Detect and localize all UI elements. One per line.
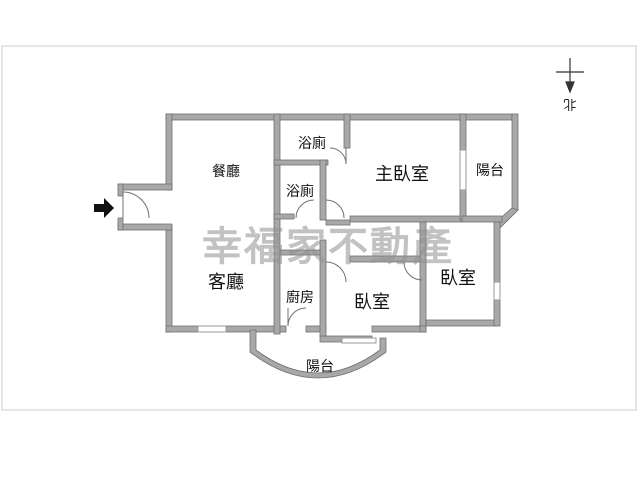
wall-bath-lower-right [319,159,327,221]
compass [556,58,584,94]
compass-arrow [565,81,575,94]
wall-balcony-curve [249,329,387,379]
watermark: 幸福家不動產 [202,224,454,270]
window-master-balcony [459,149,467,191]
right-bedroom-door-swing [403,261,423,281]
wall-balcony-right [511,113,519,211]
room-bath-lower: 浴廁 [286,183,314,200]
wall-kitchen-bedroom [319,239,327,337]
room-bedroom-center: 臥室 [354,292,390,313]
wall-living-kitchen [273,113,281,335]
wall-entry-top [117,183,173,191]
windows [197,149,501,344]
wall-master-bottom [349,215,463,223]
wall-kitchen-top [279,249,321,256]
wall-left-upper [165,113,173,191]
wall-right-bedroom-upper [493,221,501,283]
wall-bedroom-right [419,221,427,327]
wall-living-bottom-a [165,325,199,333]
room-bath-upper: 浴廁 [298,135,326,152]
window-living [197,325,227,333]
outer-frame [1,45,637,411]
room-balcony-right: 陽台 [476,163,504,179]
wall-entry-bottom [117,223,173,231]
wall-entry-jamb-top [117,183,124,197]
wall-bath-lower-bottom [273,213,295,220]
room-dining: 餐廳 [212,163,240,180]
room-kitchen: 廚房 [286,289,314,306]
doors [122,147,423,327]
bath-lower-door-swing [295,199,315,219]
wall-bath-divider [273,159,329,166]
bedroom-door-swing [325,261,347,283]
master-door-swing [325,199,345,219]
wall-entry-jamb-bottom [117,217,124,231]
room-master-bedroom: 主臥室 [375,164,429,185]
wall-right-bedroom-lower [493,299,501,327]
wall-balcony-bottom [461,215,503,223]
arrow-right-icon [94,198,114,218]
compass-north-label: 北 [563,96,576,111]
wall-bath-right-upper [343,113,351,149]
window-right-bedroom [493,281,501,301]
wall-master-bottom-left [325,219,351,226]
room-living: 客廳 [208,272,244,293]
wall-right-bedroom-bottom [419,319,497,327]
wall-bedroom-bottom-b [371,325,427,333]
wall-left-lower [165,225,173,333]
entry-door-swing [122,191,150,219]
room-balcony-bottom: 陽台 [306,359,334,375]
room-bedroom-right: 臥室 [440,268,476,289]
window-bedroom [341,337,377,344]
